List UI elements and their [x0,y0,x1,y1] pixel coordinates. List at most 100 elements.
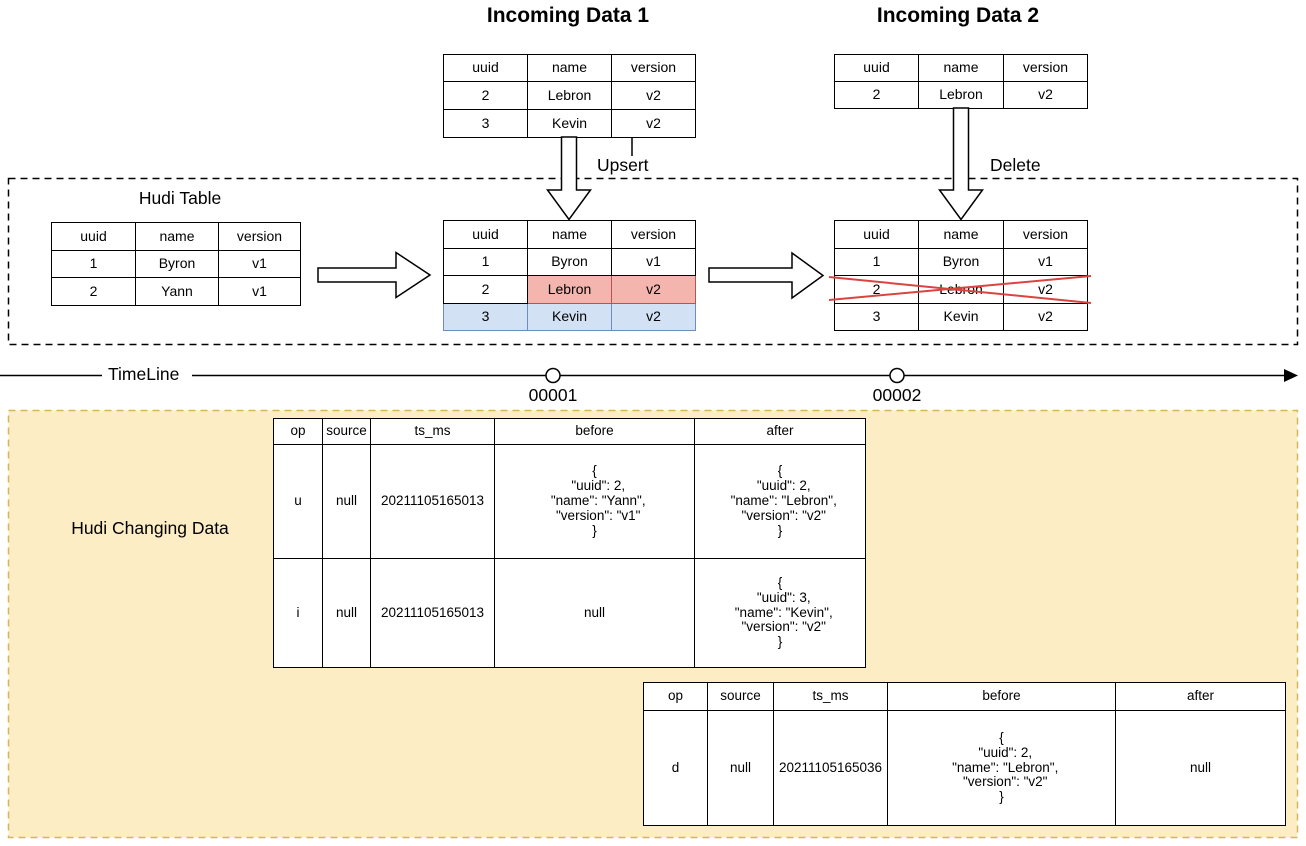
state-transition-arrow-1 [317,251,432,299]
cell: Lebron [918,275,1004,304]
cell: v2 [1003,275,1088,304]
header-cell: name [918,220,1004,249]
header-cell: uuid [443,54,528,82]
header-cell: name [135,222,219,251]
changelog-row-update: u null 20211105165013 { "uuid": 2, "name… [273,444,866,559]
cell: Lebron [918,81,1004,109]
header-cell: version [611,220,696,249]
cell: Byron [918,248,1004,276]
deleted-row: 2 Lebron v2 [834,275,1088,304]
header-cell: source [322,418,371,445]
before-cell: { "uuid": 2, "name": "Yann", "version": … [494,444,695,559]
hudi-table-label: Hudi Table [138,188,222,208]
incoming-data-1-table: uuid name version 2 Lebron v2 3 Kevin v2 [443,54,696,138]
timeline-marker-commit2 [889,367,905,384]
header-cell: after [1115,682,1286,711]
table-row: 2 Lebron v2 [443,81,696,110]
inserted-cell: Kevin [527,303,612,331]
updated-cell: Lebron [527,275,612,304]
header-cell: ts_ms [370,418,495,445]
cell: Lebron [527,81,612,110]
incoming-data-2-title: Incoming Data 2 [876,4,1040,27]
header-cell: op [273,418,323,445]
table-row: 1 Byron v1 [443,248,696,276]
hudi-changing-data-label: Hudi Changing Data [71,518,229,538]
header-cell: uuid [834,54,919,82]
cell: 3 [834,303,919,331]
header-cell: name [527,220,612,249]
timeline-commit-2-label: 00002 [872,385,922,405]
cell: 2 [834,81,919,109]
upsert-label: Upsert [597,155,649,175]
incoming-data-1-title: Incoming Data 1 [486,4,650,27]
upsert-arrow [546,136,592,221]
header-cell: before [494,418,695,445]
header-cell: op [643,682,708,711]
cell: Yann [135,277,219,306]
delete-arrow [938,107,984,221]
table-row: 2 Lebron v2 [834,81,1088,109]
cell: 2 [834,275,919,304]
cell: Kevin [527,109,612,138]
table-row: 1 Byron v1 [834,248,1088,276]
changelog-table-commit1: op source ts_ms before after u null 2021… [273,418,866,668]
hudi-after-upsert-table: uuid name version 1 Byron v1 2 Lebron v2… [443,220,696,331]
header-cell: uuid [443,220,528,249]
cell: 2 [443,81,528,110]
source-cell: null [322,444,371,559]
after-cell: { "uuid": 2, "name": "Lebron", "version"… [694,444,866,559]
header-cell: version [611,54,696,82]
changelog-table-commit2: op source ts_ms before after d null 2021… [643,682,1286,826]
cell: 3 [443,109,528,138]
header-cell: ts_ms [773,682,888,711]
cell: v1 [218,277,301,306]
hudi-initial-table: uuid name version 1 Byron v1 2 Yann v1 [51,222,301,306]
inserted-cell: 3 [443,303,528,331]
cell: Byron [135,250,219,278]
cell: v1 [218,250,301,278]
op-cell: i [273,558,323,668]
before-cell: { "uuid": 2, "name": "Lebron", "version"… [887,710,1116,826]
changelog-row-insert: i null 20211105165013 null { "uuid": 3, … [273,558,866,668]
ts-cell: 20211105165013 [370,558,495,668]
header-cell: source [707,682,774,711]
cell: 2 [51,277,136,306]
header-cell: version [1003,54,1088,82]
inserted-cell: v2 [611,303,696,331]
cell: 1 [834,248,919,276]
cell: v2 [611,81,696,110]
delete-label: Delete [990,155,1041,175]
changelog-row-delete: d null 20211105165036 { "uuid": 2, "name… [643,710,1286,826]
header-cell: version [218,222,301,251]
cell: 2 [443,275,528,304]
header-cell: after [694,418,866,445]
header-cell: before [887,682,1116,711]
header-cell: name [527,54,612,82]
cell: 1 [443,248,528,276]
cell: v1 [611,248,696,276]
table-row: 1 Byron v1 [51,250,301,278]
hudi-after-delete-table: uuid name version 1 Byron v1 2 Lebron v2… [834,220,1088,331]
timeline-label: TimeLine [108,364,180,384]
timeline-marker-commit1 [545,367,561,384]
timeline-commit-1-label: 00001 [528,385,578,405]
header-cell: version [1003,220,1088,249]
header-cell: name [918,54,1004,82]
table-row: 2 Yann v1 [51,277,301,306]
after-cell: null [1115,710,1286,826]
op-cell: d [643,710,708,826]
cell: v2 [1003,81,1088,109]
table-row: 3 Kevin v2 [834,303,1088,331]
source-cell: null [322,558,371,668]
timeline-arrowhead [1284,369,1298,382]
state-transition-arrow-2 [708,251,825,300]
cell: Byron [527,248,612,276]
cell: 1 [51,250,136,278]
header-cell: uuid [834,220,919,249]
ts-cell: 20211105165036 [773,710,888,826]
after-cell: { "uuid": 3, "name": "Kevin", "version":… [694,558,866,668]
updated-cell: v2 [611,275,696,304]
table-row: 3 Kevin v2 [443,109,696,138]
cell: Kevin [918,303,1004,331]
